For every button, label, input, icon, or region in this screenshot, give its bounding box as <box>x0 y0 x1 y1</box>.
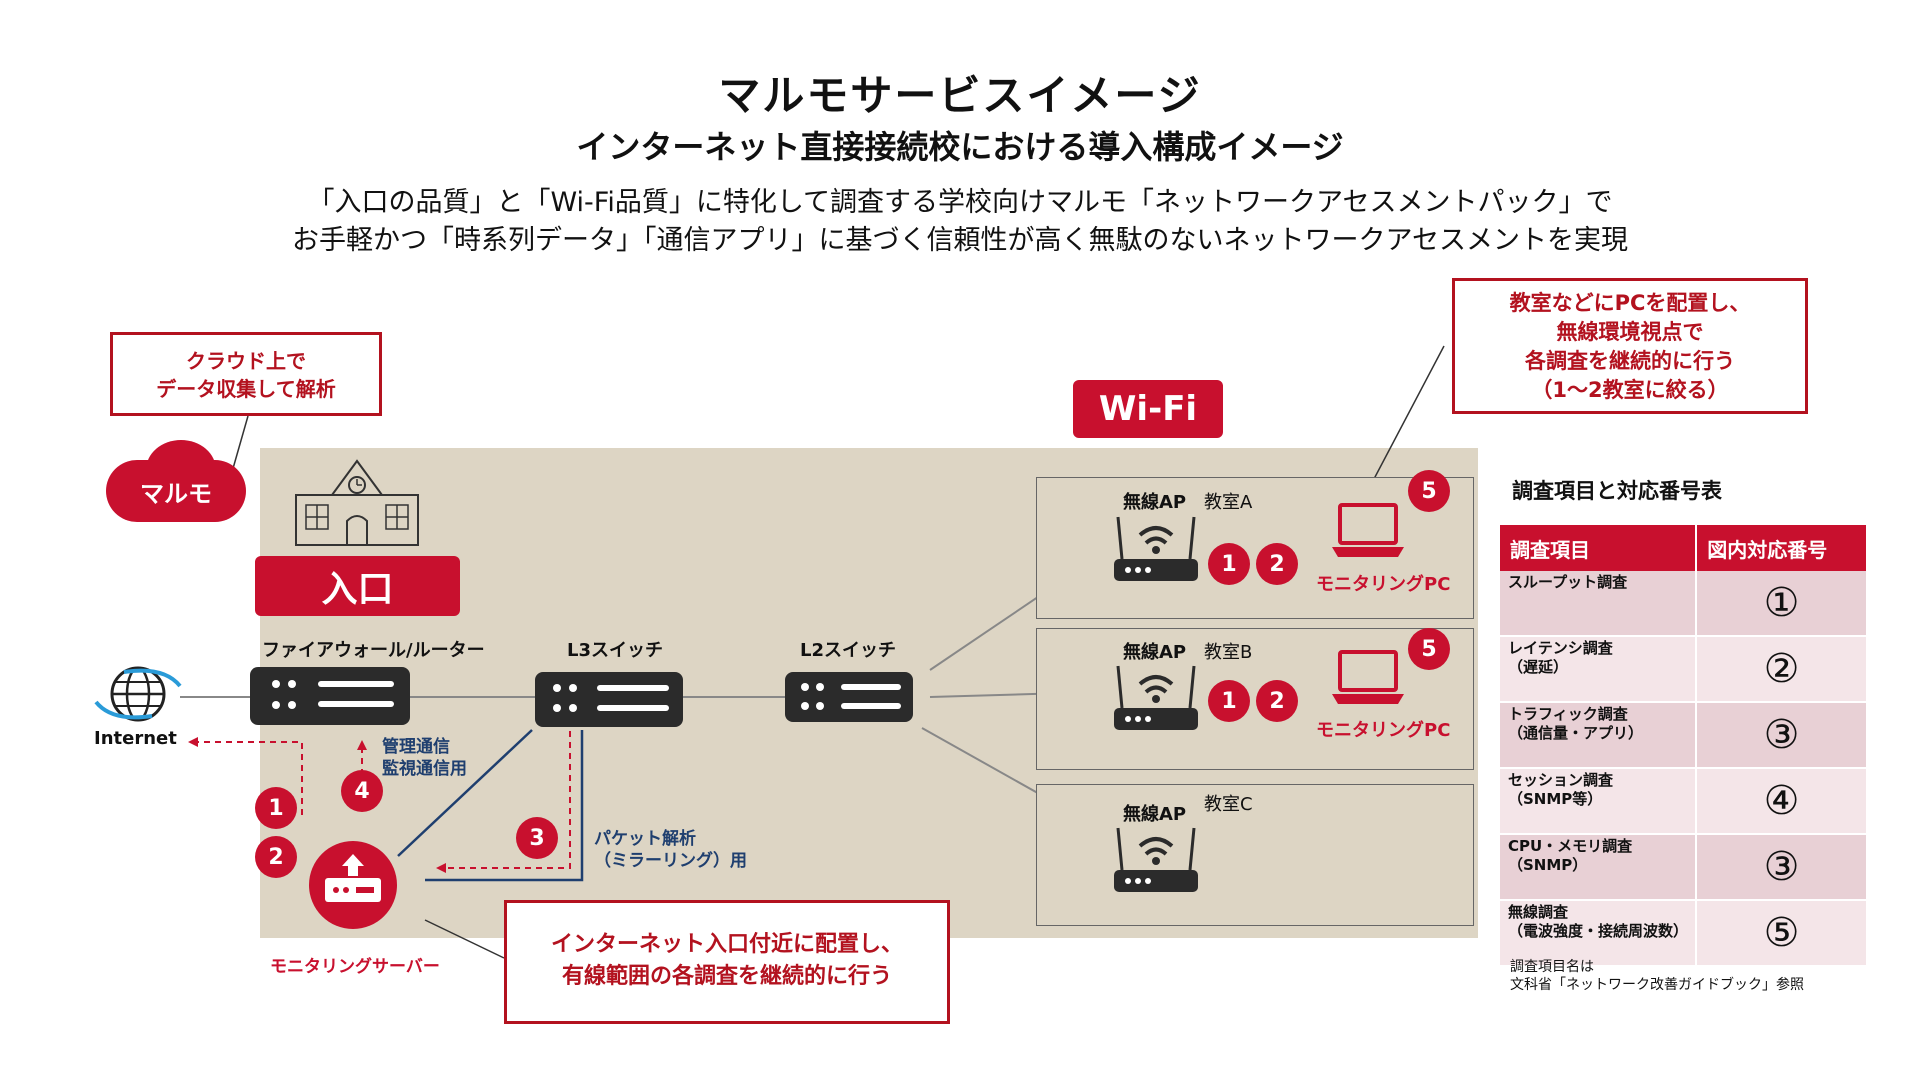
table-note-line-2: 文科省「ネットワーク改善ガイドブック」参照 <box>1510 977 1804 993</box>
table-row: セッション調査（SNMP等）④ <box>1500 768 1868 835</box>
entrance-label-text: 入口 <box>321 569 394 610</box>
table-cell-item: CPU・メモリ調査（SNMP） <box>1500 834 1698 901</box>
marker-3-packet: 3 <box>516 817 558 859</box>
marker-5-room-a: 5 <box>1408 470 1450 512</box>
firewall-router-device <box>250 667 410 725</box>
item-name: 無線調査 <box>1508 903 1569 921</box>
entrance-label: 入口 <box>255 556 460 616</box>
wireless-ap-icon-b <box>1114 665 1198 730</box>
cloud-callout: クラウド上で データ収集して解析 <box>110 332 382 416</box>
marker-4-management: 4 <box>341 770 383 812</box>
table-cell-item: スループット調査 <box>1500 571 1698 637</box>
table-cell-number: ② <box>1696 636 1868 703</box>
l3-switch-device <box>535 672 683 727</box>
marumo-cloud-icon: マルモ <box>106 460 246 522</box>
item-name: レイテンシ調査 <box>1508 639 1613 657</box>
table-cell-number: ③ <box>1696 834 1868 901</box>
table-cell-item: 無線調査（電波強度・接続周波数） <box>1500 900 1698 967</box>
laptop-icon-a <box>1332 503 1404 557</box>
marker-2-room-b: 2 <box>1256 680 1298 722</box>
marker-1-room-b: 1 <box>1208 680 1250 722</box>
packet-line-2: （ミラーリング）用 <box>594 851 747 871</box>
packet-analysis-label: パケット解析 （ミラーリング）用 <box>594 828 747 872</box>
table-cell-item: セッション調査（SNMP等） <box>1500 768 1698 835</box>
item-detail: （電波強度・接続周波数） <box>1508 922 1689 940</box>
pc-callout-line-2: 無線環境視点で <box>1556 320 1704 344</box>
management-traffic-label: 管理通信 監視通信用 <box>382 736 467 780</box>
classroom-a-name: 教室A <box>1204 492 1253 513</box>
table-cell-item: トラフィック調査（通信量・アプリ） <box>1500 702 1698 769</box>
internet-label: Internet <box>94 728 177 749</box>
classroom-a-box <box>1036 477 1474 619</box>
management-line-1: 管理通信 <box>382 737 450 757</box>
ap-label-a: 無線AP <box>1123 492 1187 513</box>
firewall-label: ファイアウォール/ルーター <box>262 640 485 661</box>
server-callout-line-2: 有線範囲の各調査を継続的に行う <box>561 964 892 989</box>
monitoring-server-icon <box>309 841 397 929</box>
pc-callout: 教室などにPCを配置し、 無線環境視点で 各調査を継続的に行う （1～2教室に絞… <box>1452 278 1808 414</box>
page-title: マルモサービスイメージ <box>718 71 1202 120</box>
page-subtitle: インターネット直接接続校における導入構成イメージ <box>576 128 1344 166</box>
wifi-label: Wi-Fi <box>1073 380 1223 438</box>
item-name: セッション調査 <box>1508 771 1614 789</box>
wifi-label-text: Wi-Fi <box>1098 389 1198 429</box>
marker-2-internet: 2 <box>255 836 297 878</box>
l3-switch-label: L3スイッチ <box>567 640 663 661</box>
school-building-icon <box>295 459 419 546</box>
table-cell-number: ① <box>1696 571 1868 637</box>
table-header-item: 調査項目 <box>1500 525 1698 571</box>
monitoring-server-label: モニタリングサーバー <box>270 957 440 977</box>
marker-5-room-b: 5 <box>1408 628 1450 670</box>
table-header-number: 図内対応番号 <box>1696 525 1868 571</box>
pc-callout-line-1: 教室などにPCを配置し、 <box>1509 291 1751 315</box>
packet-line-1: パケット解析 <box>594 829 696 849</box>
table-note-line-1: 調査項目名は <box>1510 959 1594 975</box>
item-name: CPU・メモリ調査 <box>1508 837 1633 855</box>
wireless-ap-icon-c <box>1114 827 1198 892</box>
ap-label-b: 無線AP <box>1123 642 1187 663</box>
pc-callout-line-4: （1～2教室に絞る） <box>1531 378 1729 402</box>
classroom-c-name: 教室C <box>1204 794 1253 815</box>
marker-2-room-a: 2 <box>1256 543 1298 585</box>
table-note: 調査項目名は 文科省「ネットワーク改善ガイドブック」参照 <box>1510 958 1804 994</box>
table-cell-number: ④ <box>1696 768 1868 835</box>
item-detail: （SNMP等） <box>1508 790 1603 808</box>
table-cell-number: ⑤ <box>1696 900 1868 967</box>
server-callout-line-1: インターネット入口付近に配置し、 <box>550 932 903 957</box>
description-line-2: お手軽かつ「時系列データ」「通信アプリ」に基づく信頼性が高く無駄のないネットワー… <box>292 225 1628 256</box>
cloud-label: マルモ <box>140 479 212 508</box>
ap-label-c: 無線AP <box>1123 804 1187 825</box>
table-row: レイテンシ調査（遅延）② <box>1500 636 1868 703</box>
management-line-2: 監視通信用 <box>382 759 467 779</box>
item-name: スループット調査 <box>1508 573 1628 591</box>
pc-label-a: モニタリングPC <box>1316 574 1451 595</box>
l2-switch-device <box>785 672 913 722</box>
item-detail: （遅延） <box>1508 658 1569 676</box>
laptop-icon-b <box>1332 650 1404 704</box>
classroom-b-name: 教室B <box>1204 642 1253 663</box>
globe-icon <box>94 666 182 722</box>
pc-callout-line-3: 各調査を継続的に行う <box>1525 349 1735 373</box>
table-row: CPU・メモリ調査（SNMP）③ <box>1500 834 1868 901</box>
pc-label-b: モニタリングPC <box>1316 720 1451 741</box>
marker-1-room-a: 1 <box>1208 543 1250 585</box>
item-detail: （SNMP） <box>1508 856 1588 874</box>
table-caption: 調査項目と対応番号表 <box>1512 479 1722 503</box>
wireless-ap-icon-a <box>1114 516 1198 581</box>
item-detail: （通信量・アプリ） <box>1508 724 1644 742</box>
l2-switch-label: L2スイッチ <box>800 640 896 661</box>
classroom-c-box <box>1036 784 1474 926</box>
item-name: トラフィック調査 <box>1508 705 1628 723</box>
table-row: トラフィック調査（通信量・アプリ）③ <box>1500 702 1868 769</box>
table-row: 無線調査（電波強度・接続周波数）⑤ <box>1500 900 1868 967</box>
description-line-1: 「入口の品質」と「Wi-Fi品質」に特化して調査する学校向けマルモ「ネットワーク… <box>307 187 1613 218</box>
marker-1-internet: 1 <box>255 787 297 829</box>
table-cell-item: レイテンシ調査（遅延） <box>1500 636 1698 703</box>
server-callout: インターネット入口付近に配置し、 有線範囲の各調査を継続的に行う <box>504 900 950 1024</box>
table-row: スループット調査 ① <box>1500 571 1868 637</box>
table-cell-number: ③ <box>1696 702 1868 769</box>
cloud-callout-line-1: クラウド上で <box>186 349 306 373</box>
cloud-callout-line-2: データ収集して解析 <box>156 377 336 401</box>
